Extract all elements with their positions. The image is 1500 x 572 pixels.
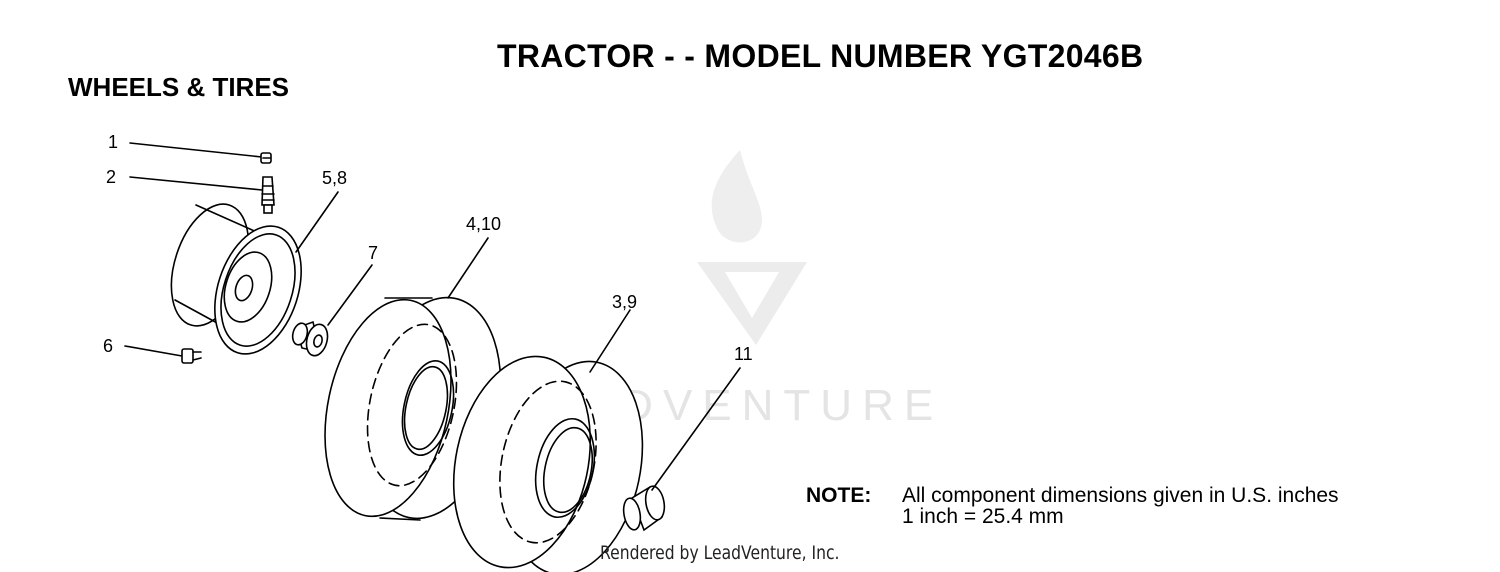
callout-7: 7 — [368, 243, 378, 263]
callout-3-9: 3,9 — [612, 292, 637, 312]
part-4-10-tire — [324, 237, 502, 521]
callout-11: 11 — [734, 344, 753, 364]
page-title: TRACTOR - - MODEL NUMBER YGT2046B — [497, 38, 1144, 74]
section-title: WHEELS & TIRES — [68, 72, 290, 102]
callout-2: 2 — [106, 167, 116, 187]
part-5-8-wheel-rim — [170, 191, 339, 355]
callout-4-10: 4,10 — [466, 214, 501, 234]
rendered-by-footer: Rendered by LeadVenture, Inc. — [600, 542, 840, 564]
part-2-valve-stem — [129, 176, 275, 214]
callout-5-8: 5,8 — [322, 168, 347, 188]
part-3-9-tire — [452, 309, 644, 572]
note-line-1: All component dimensions given in U.S. i… — [902, 484, 1339, 507]
part-11-center-cap — [622, 367, 741, 532]
dimension-note: NOTE: All component dimensions given in U… — [806, 485, 1339, 527]
part-1-valve-cap — [129, 142, 272, 164]
callout-6: 6 — [103, 336, 113, 356]
watermark-v-shape — [697, 262, 807, 345]
part-7-bushing — [291, 264, 373, 357]
part-6-bolt — [124, 345, 202, 364]
note-line-2: 1 inch = 25.4 mm — [902, 505, 1064, 528]
flame-icon — [711, 150, 762, 243]
callout-1: 1 — [108, 132, 118, 152]
note-label: NOTE: — [806, 484, 872, 507]
